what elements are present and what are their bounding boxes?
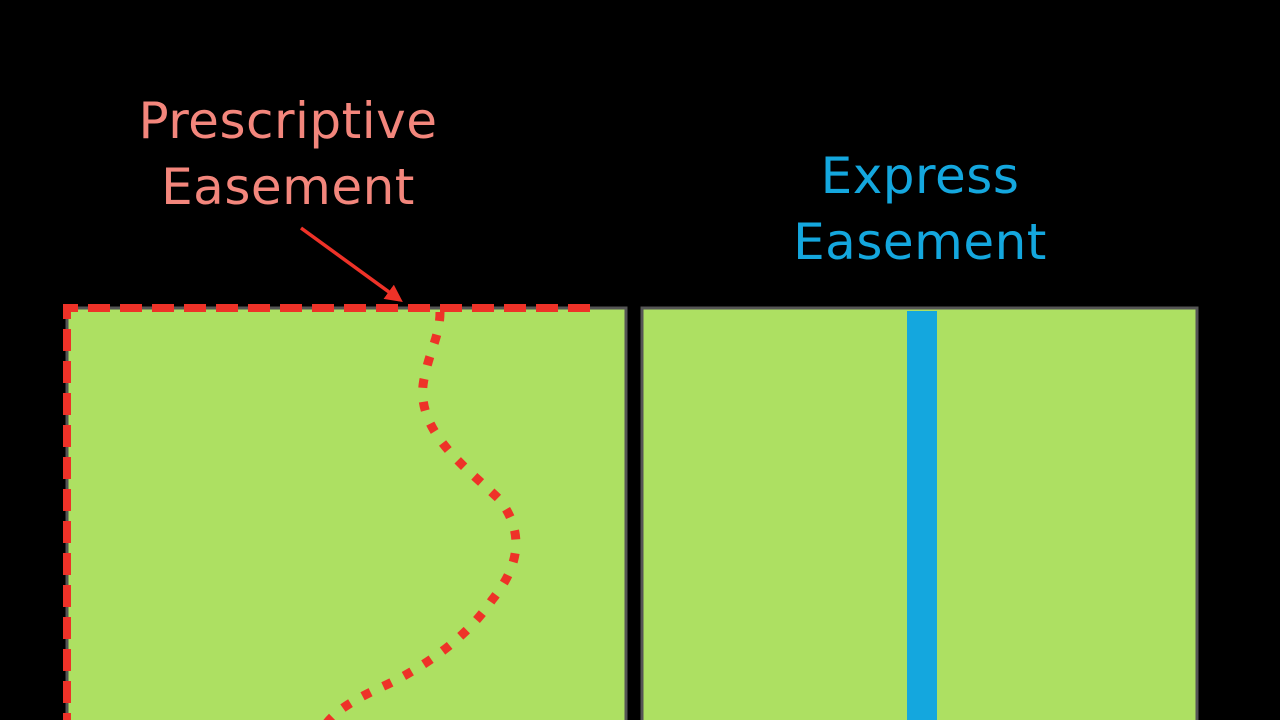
express-easement-label: Express Easement (720, 143, 1120, 275)
express-label-line2: Easement (793, 213, 1047, 271)
prescriptive-easement-label: Prescriptive Easement (88, 88, 488, 220)
prescriptive-label-line1: Prescriptive (138, 92, 438, 150)
prescriptive-boundary-line (63, 304, 590, 720)
prescriptive-arrow (299, 226, 403, 303)
left-parcel (65, 306, 628, 720)
express-easement-strip (907, 311, 937, 720)
express-label-line1: Express (820, 147, 1020, 205)
prescriptive-label-line2: Easement (161, 158, 415, 216)
